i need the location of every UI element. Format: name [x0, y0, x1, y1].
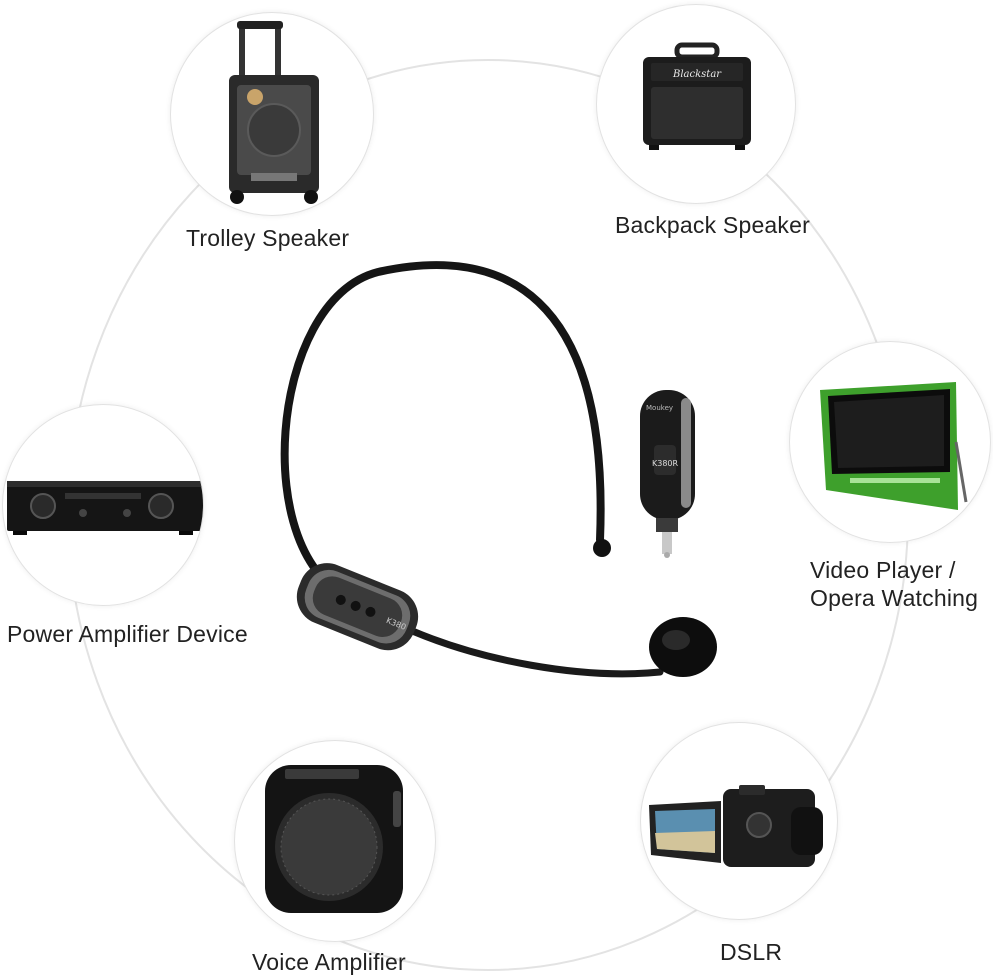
video-player-label-line2: Opera Watching: [810, 585, 979, 611]
video-player-icon: [820, 382, 968, 510]
video-player-label-line1: Video Player /: [810, 557, 956, 583]
receiver-brand-text: Moukey: [646, 404, 673, 412]
voice-amplifier-icon: [265, 765, 403, 913]
trolley-speaker-icon: [229, 21, 319, 204]
voice-amplifier-label: Voice Amplifier: [252, 949, 406, 975]
video-player-circle: [789, 341, 991, 543]
dslr-circle: [640, 722, 838, 920]
trolley-speaker-circle: [170, 12, 374, 216]
power-amplifier-icon: [7, 481, 203, 535]
amp-brand-text: Blackstar: [672, 69, 722, 80]
power-amplifier-circle: [2, 404, 204, 606]
amp-speaker-icon: Blackstar: [643, 42, 751, 150]
dslr-label: DSLR: [720, 939, 783, 965]
power-amplifier-label: Power Amplifier Device: [7, 621, 248, 647]
trolley-speaker-label: Trolley Speaker: [186, 225, 350, 251]
backpack-speaker-label: Backpack Speaker: [615, 212, 810, 238]
camcorder-icon: [649, 785, 823, 867]
voice-amplifier-circle: [234, 740, 436, 942]
video-player-label: Video Player / Opera Watching: [810, 556, 978, 612]
backpack-speaker-circle: Blackstar: [596, 4, 796, 204]
receiver-model-text: K380R: [652, 459, 679, 468]
